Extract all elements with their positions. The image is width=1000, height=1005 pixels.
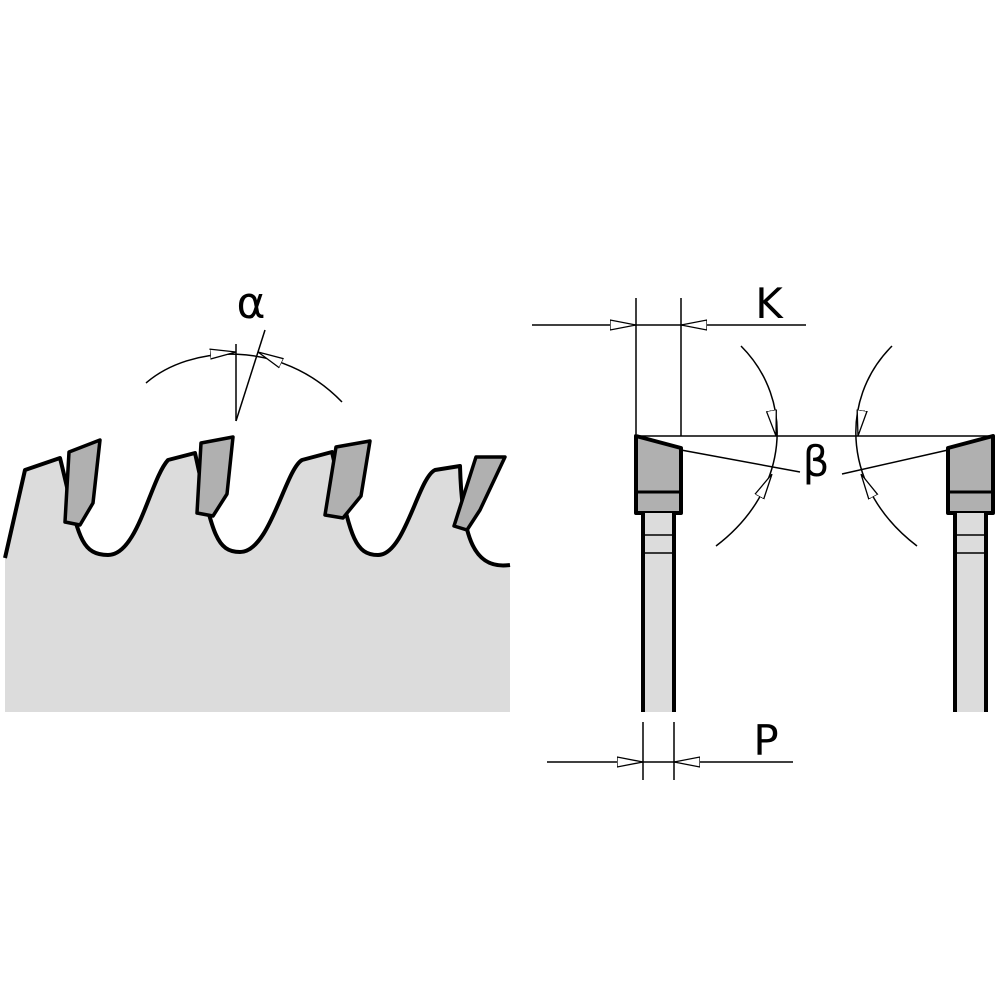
blade-body bbox=[5, 452, 510, 712]
blade-cross-section: K β P bbox=[532, 279, 995, 780]
p-dimension: P bbox=[547, 716, 793, 780]
blade-tooth-profile bbox=[3, 450, 511, 568]
left-blade-plate bbox=[643, 513, 674, 712]
carbide-tip-1 bbox=[63, 438, 102, 527]
right-tooth-tip bbox=[946, 434, 995, 515]
alpha-arc bbox=[145, 353, 343, 403]
p-label: P bbox=[753, 716, 778, 765]
beta-arc-right bbox=[855, 345, 918, 547]
carbide-tip-2 bbox=[195, 435, 235, 518]
k-dimension: K bbox=[532, 279, 806, 436]
left-tooth-tip bbox=[634, 434, 683, 515]
beta-angle-annotation: β bbox=[680, 345, 949, 547]
k-label: K bbox=[755, 279, 784, 328]
carbide-tip-4 bbox=[452, 455, 507, 532]
carbide-tip-3 bbox=[323, 439, 372, 520]
alpha-label: α bbox=[236, 278, 265, 329]
alpha-angle-annotation: α bbox=[145, 278, 343, 422]
right-blade-plate bbox=[955, 513, 986, 712]
right-tooth-section bbox=[946, 434, 995, 712]
saw-blade-side-view: α bbox=[3, 278, 511, 712]
left-tooth-section bbox=[634, 434, 683, 712]
beta-arc-left bbox=[715, 345, 778, 547]
beta-label: β bbox=[803, 437, 830, 486]
